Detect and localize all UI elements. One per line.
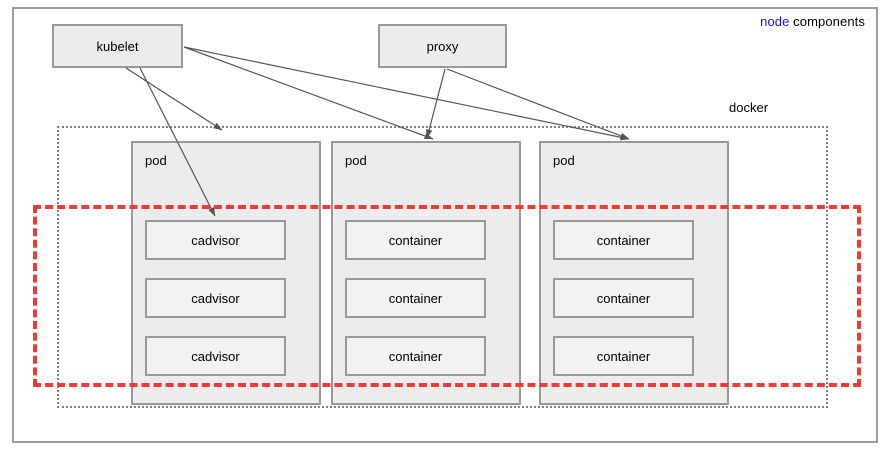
pod-label-1: pod	[345, 153, 367, 168]
container-box-2-0[interactable]: container	[553, 220, 694, 260]
container-box-2-1[interactable]: container	[553, 278, 694, 318]
container-label-1-2: container	[388, 348, 443, 364]
container-label-1-0: container	[388, 232, 443, 248]
container-label-0-0: cadvisor	[191, 232, 240, 248]
highlight-region	[33, 205, 861, 387]
container-label-0-2: cadvisor	[191, 348, 240, 364]
container-label-0-1: cadvisor	[191, 290, 240, 306]
pod-box-2[interactable]: pod container container container	[539, 141, 729, 405]
component-proxy-label: proxy	[426, 38, 459, 54]
container-box-0-0[interactable]: cadvisor	[145, 220, 286, 260]
container-label-2-0: container	[596, 232, 651, 248]
container-box-1-0[interactable]: container	[345, 220, 486, 260]
container-box-2-2[interactable]: container	[553, 336, 694, 376]
component-proxy[interactable]: proxy	[378, 24, 507, 68]
title-keyword: node	[760, 14, 790, 29]
container-label-1-1: container	[388, 290, 443, 306]
container-box-0-1[interactable]: cadvisor	[145, 278, 286, 318]
container-box-1-2[interactable]: container	[345, 336, 486, 376]
container-box-1-1[interactable]: container	[345, 278, 486, 318]
pod-label-0: pod	[145, 153, 167, 168]
pod-box-1[interactable]: pod container container container	[331, 141, 521, 405]
title-rest: components	[789, 14, 865, 29]
container-label-2-1: container	[596, 290, 651, 306]
container-box-0-2[interactable]: cadvisor	[145, 336, 286, 376]
docker-label: docker	[729, 100, 769, 115]
component-kubelet[interactable]: kubelet	[52, 24, 183, 68]
pod-label-2: pod	[553, 153, 575, 168]
container-label-2-2: container	[596, 348, 651, 364]
component-kubelet-label: kubelet	[96, 38, 139, 54]
page-title: node components	[760, 14, 865, 29]
pod-box-0[interactable]: pod cadvisor cadvisor cadvisor	[131, 141, 321, 405]
